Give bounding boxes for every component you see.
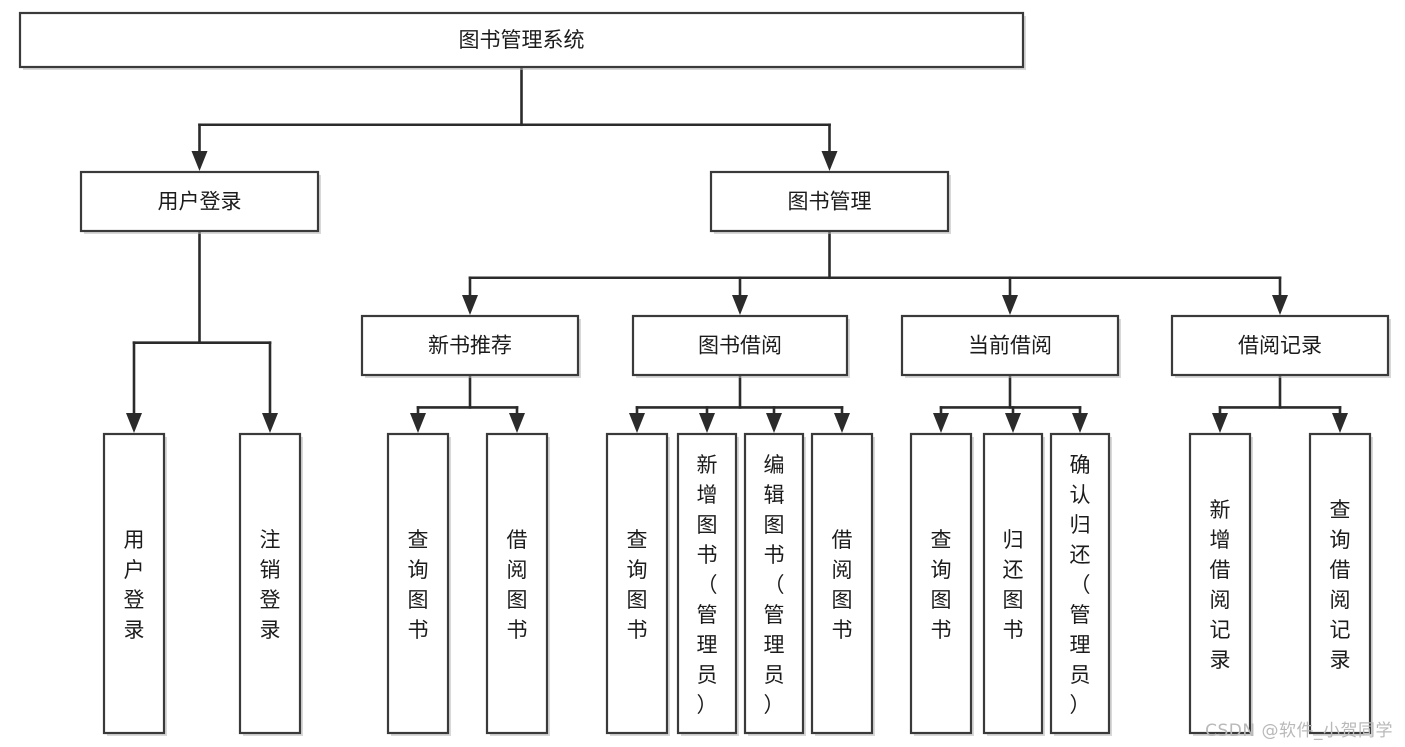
node-border [605, 432, 669, 735]
node-leaf-edit-book[interactable]: 编辑图书（管理员） [743, 432, 806, 736]
node-leaf-query-record[interactable]: 查询借阅记录 [1308, 432, 1373, 736]
edge-arrowhead [462, 295, 478, 315]
edges-layer [126, 65, 1348, 433]
node-label: 当前借阅 [968, 334, 1052, 358]
node-border [1188, 432, 1252, 735]
edge-arrowhead [1072, 413, 1088, 433]
node-borrow-record[interactable]: 借阅记录 [1170, 314, 1391, 378]
node-border [709, 170, 950, 233]
node-border [386, 432, 450, 735]
node-leaf-user-login[interactable]: 用户登录 [102, 432, 167, 736]
edge-arrowhead [262, 413, 278, 433]
node-label: 查询图书 [627, 528, 648, 642]
node-leaf-query-book-1[interactable]: 查询图书 [386, 432, 451, 736]
node-book-borrow[interactable]: 图书借阅 [631, 314, 850, 378]
node-leaf-confirm-return[interactable]: 确认归还（管理员） [1049, 432, 1112, 736]
edge-arrowhead [126, 413, 142, 433]
node-border [909, 432, 973, 735]
node-label: 查询图书 [408, 528, 429, 642]
node-user-login[interactable]: 用户登录 [79, 170, 321, 234]
node-label: 归还图书 [1003, 528, 1024, 642]
node-leaf-return-book[interactable]: 归还图书 [982, 432, 1045, 736]
edge-arrowhead [191, 151, 208, 171]
node-border [79, 170, 320, 233]
edge-arrowhead [821, 151, 838, 171]
node-label: 编辑图书（管理员） [764, 453, 785, 717]
node-leaf-add-book[interactable]: 新增图书（管理员） [676, 432, 739, 736]
edge-arrowhead [1005, 413, 1021, 433]
node-label: 用户登录 [158, 190, 242, 214]
edge-arrowhead [509, 413, 525, 433]
node-border [102, 432, 166, 735]
node-leaf-query-book-3[interactable]: 查询图书 [909, 432, 974, 736]
edge-arrowhead [699, 413, 715, 433]
nodes-layer: 图书管理系统用户登录图书管理新书推荐图书借阅当前借阅借阅记录用户登录注销登录查询… [18, 11, 1391, 736]
node-label: 图书管理系统 [459, 28, 585, 52]
node-border [485, 432, 549, 735]
node-label: 用户登录 [124, 528, 145, 642]
node-new-book-rec[interactable]: 新书推荐 [360, 314, 581, 378]
edge-arrowhead [1212, 413, 1228, 433]
node-label: 借阅图书 [507, 528, 528, 642]
node-label: 确认归还（管理员） [1070, 453, 1091, 717]
edge-arrowhead [933, 413, 949, 433]
node-border [1308, 432, 1372, 735]
node-label: 借阅图书 [832, 528, 853, 642]
edge-arrowhead [732, 295, 748, 315]
node-border [900, 314, 1120, 377]
edge-arrowhead [1272, 295, 1288, 315]
edge-arrowhead [1332, 413, 1348, 433]
node-leaf-borrow-book-2[interactable]: 借阅图书 [810, 432, 875, 736]
node-label: 新增借阅记录 [1210, 498, 1231, 672]
edge-arrowhead [629, 413, 645, 433]
node-label: 注销登录 [260, 528, 281, 642]
node-leaf-add-record[interactable]: 新增借阅记录 [1188, 432, 1253, 736]
node-border [743, 432, 805, 735]
watermark-text: CSDN @软件_小贺同学 [1205, 721, 1393, 741]
edge-arrowhead [834, 413, 850, 433]
edge-arrowhead [1002, 295, 1018, 315]
node-book-manage[interactable]: 图书管理 [709, 170, 951, 234]
node-border [810, 432, 874, 735]
node-border [1049, 432, 1111, 735]
node-border [18, 11, 1025, 69]
node-leaf-logout[interactable]: 注销登录 [238, 432, 303, 736]
node-leaf-borrow-book-1[interactable]: 借阅图书 [485, 432, 550, 736]
node-label: 借阅记录 [1238, 334, 1322, 358]
node-label: 新增图书（管理员） [697, 453, 718, 717]
node-border [238, 432, 302, 735]
node-border [631, 314, 849, 377]
node-border [1170, 314, 1390, 377]
node-root[interactable]: 图书管理系统 [18, 11, 1026, 70]
node-border [676, 432, 738, 735]
node-border [982, 432, 1044, 735]
edge-arrowhead [410, 413, 426, 433]
node-current-borrow[interactable]: 当前借阅 [900, 314, 1121, 378]
node-label: 新书推荐 [428, 334, 512, 358]
node-label: 查询借阅记录 [1330, 498, 1351, 672]
edge-arrowhead [766, 413, 782, 433]
node-border [360, 314, 580, 377]
node-label: 图书借阅 [698, 334, 782, 358]
node-label: 图书管理 [788, 190, 872, 214]
node-leaf-query-book-2[interactable]: 查询图书 [605, 432, 670, 736]
node-label: 查询图书 [931, 528, 952, 642]
